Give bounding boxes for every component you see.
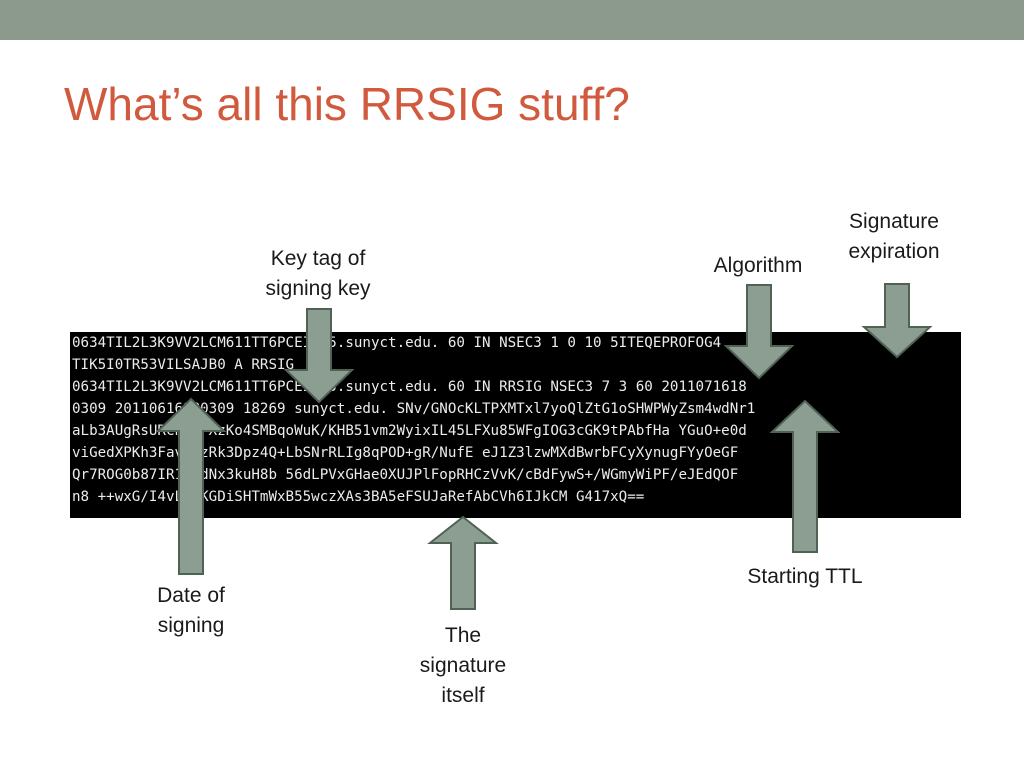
date-of-signing-label: Date of signing	[121, 581, 261, 641]
key-tag-arrow	[283, 308, 355, 404]
label-line: Key tag of	[270, 247, 366, 270]
terminal-line: aLb3AUgRsURCh e/XzKo4SMBqoWuK/KHB51vm2Wy…	[72, 423, 747, 439]
label-line: Algorithm	[713, 254, 803, 277]
label-line: signing	[157, 614, 225, 637]
label-line: itself	[441, 684, 485, 707]
terminal-line: TIK5I0TR53VILSAJB0 A RRSIG	[72, 357, 295, 373]
terminal-line: n8 ++wxG/I4vLbLKGDiSHTmWxB55wczXAs3BA5eF…	[72, 489, 645, 505]
starting-ttl-arrow	[769, 399, 841, 553]
label-line: signature	[419, 654, 507, 677]
terminal-line: viGedXPKh3Fav2VzRk3Dpz4Q+LbSNrRLIg8qPOD+…	[72, 445, 739, 461]
terminal-line: 0309 20110616180309 18269 sunyct.edu. SN…	[72, 401, 756, 417]
terminal-line: 0634TIL2L3K9VV2LCM611TT6PCEI0M5.sunyct.e…	[72, 335, 722, 351]
label-line: signing key	[265, 277, 371, 300]
date-of-signing-arrow	[155, 397, 227, 575]
terminal-line: 0634TIL2L3K9VV2LCM611TT6PCEI0M5.sunyct.e…	[72, 379, 747, 395]
starting-ttl-label: Starting TTL	[720, 562, 890, 592]
label-line: Date of	[157, 584, 225, 607]
label-line: expiration	[848, 240, 940, 263]
terminal-line: Qr7ROG0b87IR1/EdNx3kuH8b 56dLPVxGHae0XUJ…	[72, 467, 739, 483]
top-accent-bar	[0, 0, 1024, 40]
slide-title: What’s all this RRSIG stuff?	[64, 78, 630, 130]
algorithm-label: Algorithm	[690, 251, 826, 281]
algorithm-arrow	[723, 284, 795, 380]
signature-expiration-label: Signature expiration	[824, 207, 964, 267]
key-tag-label: Key tag of signing key	[238, 244, 398, 304]
label-line: Starting TTL	[747, 565, 863, 588]
label-line: The	[444, 624, 482, 647]
expiration-arrow	[861, 283, 933, 359]
label-line: Signature	[849, 210, 939, 233]
signature-arrow	[427, 515, 499, 610]
signature-itself-label: The signature itself	[393, 621, 533, 711]
